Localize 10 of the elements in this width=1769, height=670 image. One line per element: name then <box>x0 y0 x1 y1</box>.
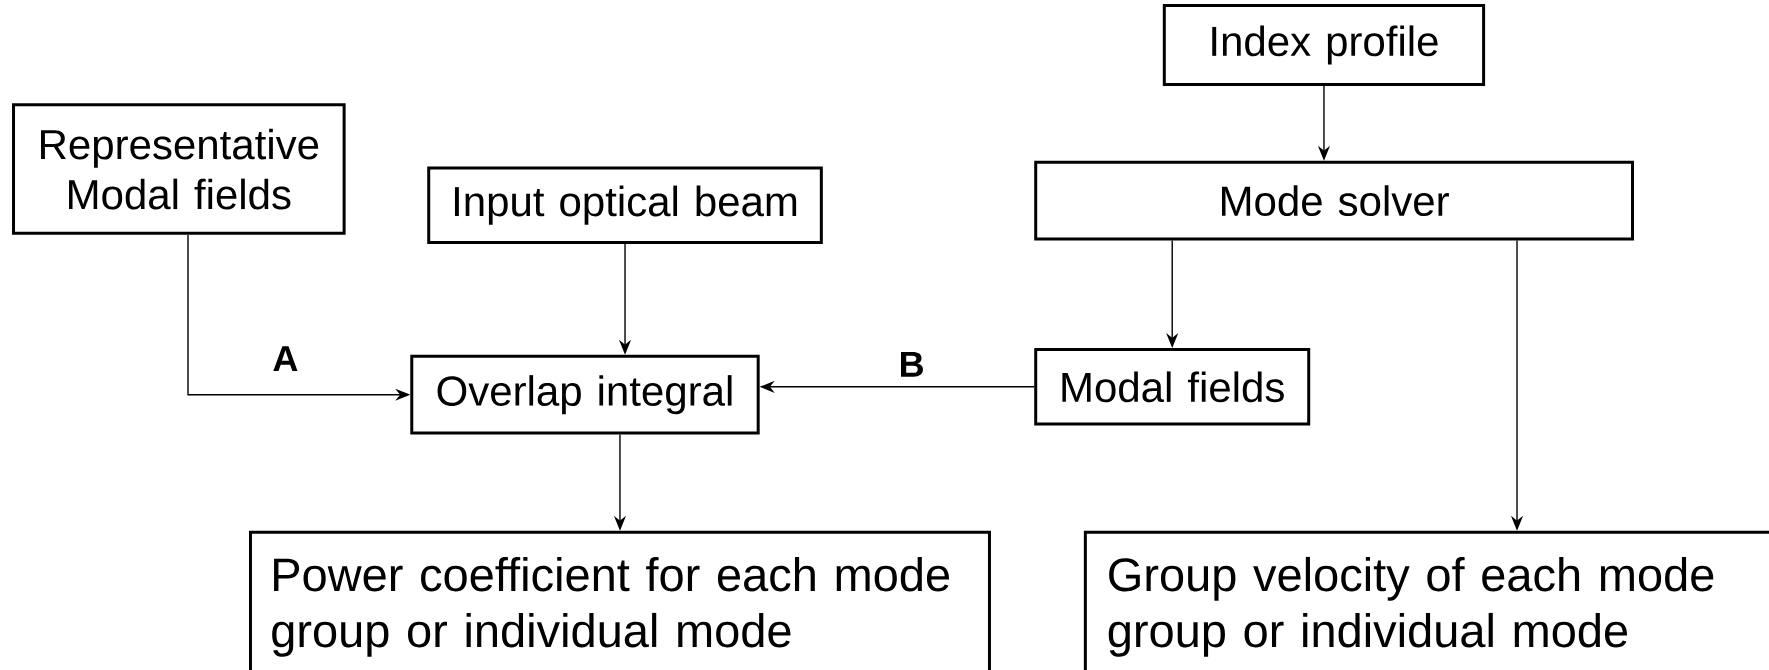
process-box: Index profile <box>1162 3 1486 86</box>
process-box: Representative Modal fields <box>12 103 346 235</box>
process-box: Group velocity of each mode group or individual mode <box>1083 530 1769 670</box>
process-box: Mode solver <box>1034 160 1634 241</box>
process-box: Overlap integral <box>410 354 760 435</box>
process-box: Modal fields <box>1034 348 1311 426</box>
edge-label: A <box>270 344 301 373</box>
edge-label: B <box>896 349 927 379</box>
process-box: Input optical beam <box>427 166 823 244</box>
process-box: Power coefficient for each mode group or individual mode <box>248 530 991 670</box>
